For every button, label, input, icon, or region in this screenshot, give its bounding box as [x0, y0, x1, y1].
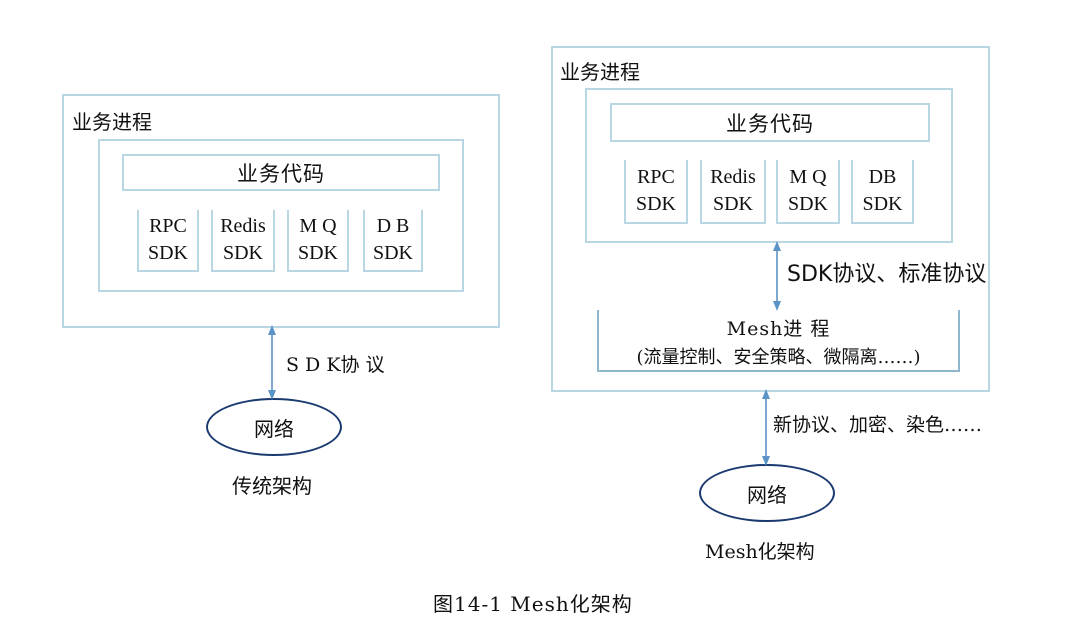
- sdk-name: RPC: [637, 166, 675, 188]
- figure-caption: 图14-1 Mesh化架构: [433, 592, 633, 616]
- left-protocol-label: S D K协 议: [286, 354, 385, 376]
- sdk-label: SDK: [862, 193, 903, 215]
- sdk-label: SDK: [787, 193, 828, 215]
- left-architecture-caption: 传统架构: [232, 474, 312, 498]
- sdk-label: SDK: [635, 193, 676, 215]
- right-business-process-frame: [551, 46, 990, 392]
- left-sdk-db: D B SDK: [363, 210, 423, 272]
- right-sdk-redis: Redis SDK: [700, 160, 766, 224]
- right-business-code-box: 业务代码: [610, 103, 930, 142]
- right-inner-frame: [585, 88, 953, 243]
- sdk-label: SDK: [297, 242, 338, 264]
- right-network-node: 网络: [699, 464, 835, 522]
- sdk-name: M Q: [299, 215, 337, 237]
- sdk-label: SDK: [712, 193, 753, 215]
- sdk-name: Redis: [220, 215, 266, 237]
- left-sdk-redis: Redis SDK: [211, 210, 275, 272]
- sdk-label: SDK: [222, 242, 263, 264]
- sdk-name: Redis: [710, 166, 756, 188]
- sdk-name: DB: [868, 166, 897, 188]
- left-sdk-mq: M Q SDK: [287, 210, 349, 272]
- right-sdk-db: DB SDK: [851, 160, 914, 224]
- right-network-label: 网络: [747, 482, 787, 507]
- sdk-name: M Q: [789, 166, 827, 188]
- left-business-code-box: 业务代码: [122, 154, 440, 191]
- left-inner-frame: [98, 139, 464, 292]
- right-sdk-mq: M Q SDK: [776, 160, 840, 224]
- right-network-protocol-label: 新协议、加密、染色……: [773, 414, 983, 436]
- right-sdk-rpc: RPC SDK: [624, 160, 688, 224]
- mesh-process-subtitle: (流量控制、安全策略、微隔离……): [636, 347, 921, 368]
- left-process-title: 业务进程: [72, 110, 152, 134]
- mesh-process-title: Mesh进 程: [726, 318, 831, 340]
- sdk-label: SDK: [372, 242, 413, 264]
- right-sdk-protocol-label: SDK协议、标准协议: [787, 262, 987, 287]
- sdk-label: SDK: [147, 242, 188, 264]
- sdk-name: RPC: [149, 215, 187, 237]
- right-architecture-caption: Mesh化架构: [705, 541, 815, 563]
- sdk-name: D B: [376, 215, 410, 237]
- mesh-process-box: Mesh进 程 (流量控制、安全策略、微隔离……): [597, 310, 960, 372]
- right-process-title: 业务进程: [560, 60, 640, 84]
- left-sdk-rpc: RPC SDK: [137, 210, 199, 272]
- left-network-label: 网络: [254, 416, 294, 441]
- left-business-process-frame: [62, 94, 500, 328]
